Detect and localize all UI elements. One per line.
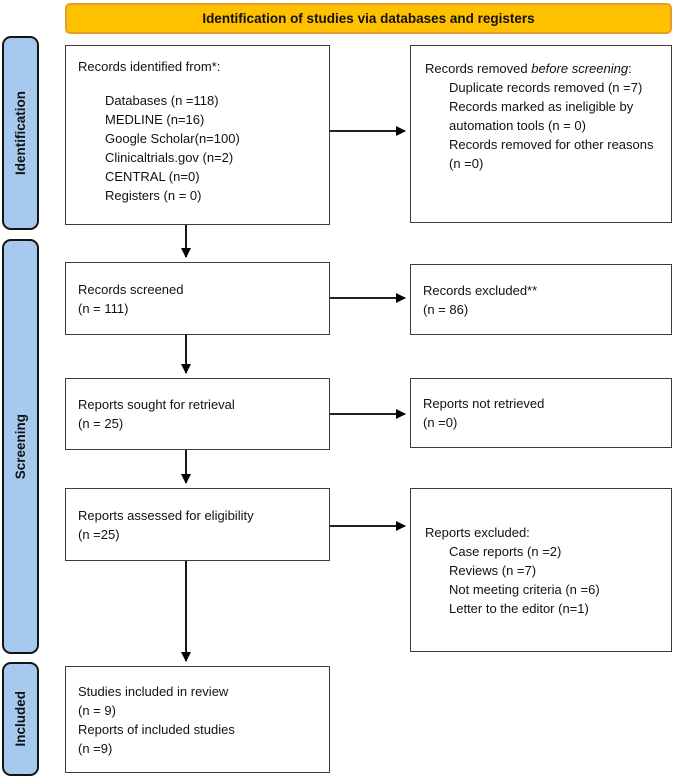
box-reports-sought-count: (n = 25) <box>78 416 124 431</box>
list-item: CENTRAL (n=0) <box>105 169 200 184</box>
banner-title: Identification of studies via databases … <box>65 3 672 34</box>
stage-label-included-text: Included <box>13 691 28 747</box>
list-item: Google Scholar(n=100) <box>105 131 240 146</box>
stage-label-screening: Screening <box>2 239 39 654</box>
list-item: Reviews (n =7) <box>449 562 537 578</box>
box-records-excluded: Records excluded** (n = 86) <box>410 264 672 335</box>
title-prefix: Records removed <box>425 61 532 76</box>
title-italic: before screening <box>531 61 629 76</box>
list-item: Records removed for other reasons (n =0) <box>449 137 654 171</box>
box-studies-included-count: (n = 9) <box>78 702 116 718</box>
box-reports-excluded-list: Case reports (n =2) Reviews (n =7) Not m… <box>425 542 657 618</box>
box-reports-assessed: Reports assessed for eligibility (n =25) <box>65 488 330 561</box>
box-studies-included-count2: (n =9) <box>78 740 113 756</box>
box-records-excluded-line: Records excluded** <box>423 282 538 298</box>
list-item: Not meeting criteria (n =6) <box>449 581 600 597</box>
box-records-excluded-count: (n = 86) <box>423 301 469 317</box>
box-reports-excluded-title: Reports excluded: <box>425 524 530 540</box>
list-item: Records marked as ineligible by automati… <box>449 99 634 133</box>
box-reports-excluded: Reports excluded: Case reports (n =2) Re… <box>410 488 672 652</box>
box-records-removed-title: Records removed before screening: <box>425 59 657 78</box>
box-records-removed-list: Duplicate records removed (n =7) Records… <box>425 78 657 173</box>
box-records-screened-line: Records screened <box>78 281 184 297</box>
box-reports-not-retrieved-count: (n =0) <box>423 415 458 430</box>
box-reports-assessed-count: (n =25) <box>78 526 120 542</box>
list-item: MEDLINE (n=16) <box>105 112 205 127</box>
box-records-identified: Records identified from*: Databases (n =… <box>65 45 330 225</box>
box-records-screened: Records screened (n = 111) <box>65 262 330 335</box>
stage-label-screening-text: Screening <box>13 413 28 480</box>
box-studies-included-line2: Reports of included studies <box>78 721 235 737</box>
list-item: Case reports (n =2) <box>449 543 562 559</box>
box-reports-not-retrieved-line: Reports not retrieved <box>423 396 545 411</box>
list-item: Registers (n = 0) <box>105 188 202 203</box>
box-reports-sought: Reports sought for retrieval (n = 25) <box>65 378 330 450</box>
box-records-screened-count: (n = 111) <box>78 300 129 316</box>
list-item: Databases (n =118) <box>105 93 219 108</box>
list-item: Clinicaltrials.gov (n=2) <box>105 150 234 165</box>
box-records-identified-title: Records identified from*: <box>78 59 221 74</box>
box-studies-included-line: Studies included in review <box>78 683 229 699</box>
list-item: Duplicate records removed (n =7) <box>449 80 643 95</box>
box-reports-sought-line: Reports sought for retrieval <box>78 397 235 412</box>
box-reports-not-retrieved: Reports not retrieved (n =0) <box>410 378 672 448</box>
stage-label-identification-text: Identification <box>13 91 28 175</box>
list-item: Letter to the editor (n=1) <box>449 600 589 616</box>
box-studies-included: Studies included in review (n = 9) Repor… <box>65 666 330 773</box>
box-reports-assessed-line: Reports assessed for eligibility <box>78 507 254 523</box>
box-records-removed: Records removed before screening: Duplic… <box>410 45 672 223</box>
stage-label-included: Included <box>2 662 39 776</box>
stage-label-identification: Identification <box>2 36 39 230</box>
title-suffix: : <box>628 61 632 76</box>
banner-title-text: Identification of studies via databases … <box>202 11 535 26</box>
box-records-identified-list: Databases (n =118) MEDLINE (n=16) Google… <box>78 91 317 205</box>
